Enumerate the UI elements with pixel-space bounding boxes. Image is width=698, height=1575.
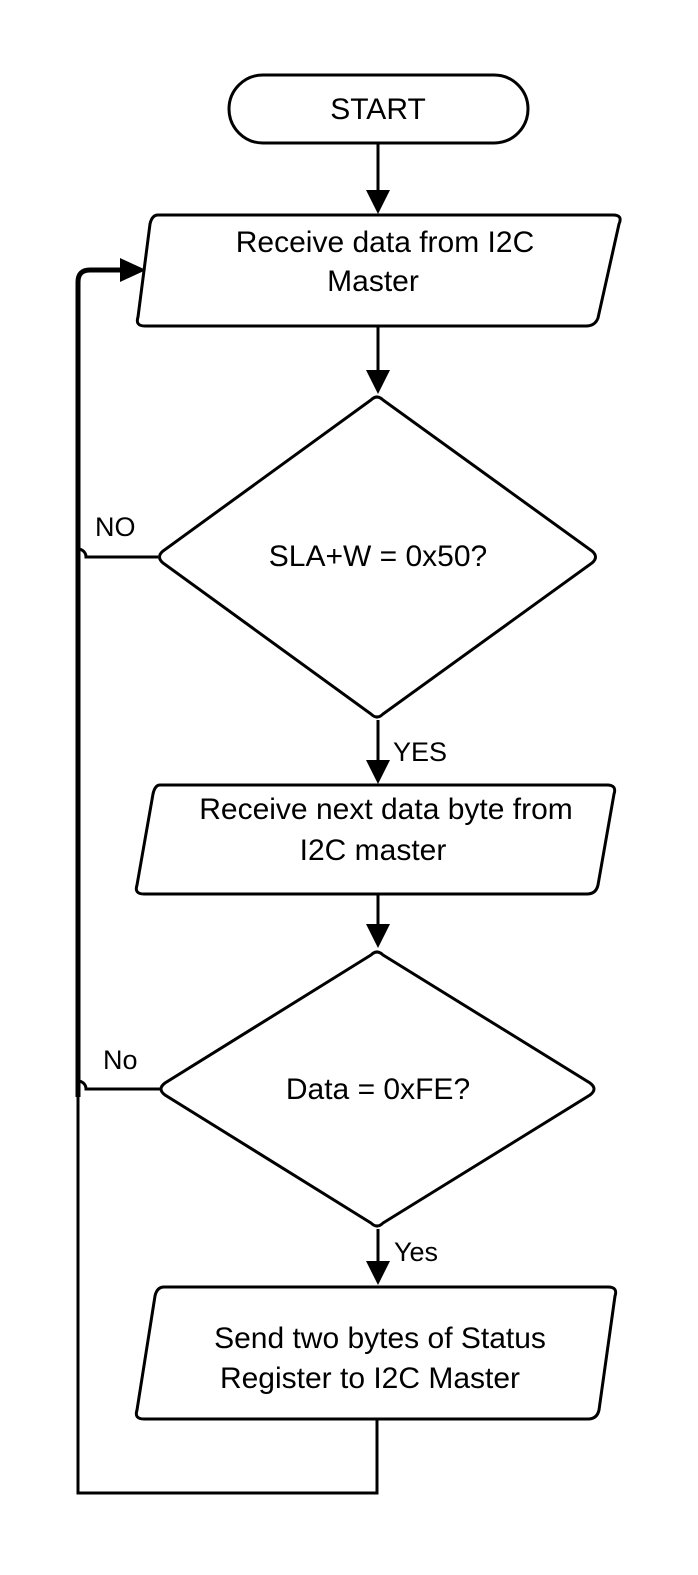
data-no-branch: No	[77, 1045, 160, 1091]
address-check-label: SLA+W = 0x50?	[269, 540, 487, 573]
arrow-address-yes: YES	[366, 720, 447, 784]
arrow-receive-next-to-data-check	[366, 894, 390, 948]
address-yes-label: YES	[393, 737, 447, 767]
address-no-branch: NO	[77, 512, 158, 559]
address-check-node: SLA+W = 0x50?	[158, 395, 597, 719]
receive-next-node: Receive next data byte from I2C master	[134, 783, 617, 896]
receive-next-label-line1: Receive next data byte from	[199, 793, 573, 826]
arrow-data-yes: Yes	[366, 1229, 438, 1285]
data-yes-label: Yes	[394, 1237, 438, 1267]
start-label: START	[330, 93, 426, 126]
arrow-receive-to-address-check	[366, 326, 390, 394]
receive-data-label-line2: Master	[327, 265, 419, 298]
start-node: START	[227, 73, 530, 145]
send-status-label-line2: Register to I2C Master	[220, 1362, 520, 1395]
address-no-label: NO	[95, 512, 136, 542]
loop-back-path	[75, 258, 379, 1495]
data-no-label: No	[103, 1045, 138, 1075]
arrow-start-to-receive	[366, 143, 390, 214]
data-check-node: Data = 0xFE?	[159, 950, 596, 1228]
send-status-node: Send two bytes of Status Register to I2C…	[134, 1285, 618, 1421]
data-check-label: Data = 0xFE?	[286, 1073, 470, 1106]
send-status-label-line1: Send two bytes of Status	[214, 1322, 546, 1355]
receive-data-label-line1: Receive data from I2C	[236, 226, 534, 259]
receive-next-label-line2: I2C master	[300, 834, 447, 867]
receive-data-node: Receive data from I2C Master	[135, 213, 622, 328]
